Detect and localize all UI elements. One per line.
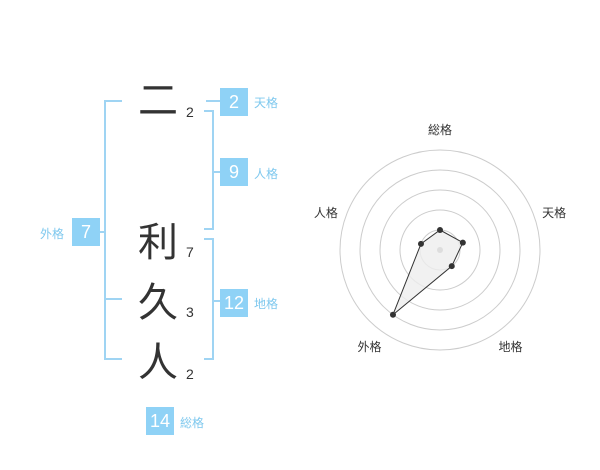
name-char-4: 人 [138, 340, 178, 386]
gaikaku-label: 外格 [40, 227, 65, 241]
name-char-1: 二 [138, 78, 178, 124]
radar-axis-label-2: 天格 [542, 205, 566, 220]
radar-ring-4 [359, 169, 521, 331]
radar-axis-label-3: 地格 [499, 339, 523, 354]
soukaku-label: 総格 [180, 416, 205, 430]
chikaku-value-box: 12 [220, 289, 248, 317]
gaikaku-bracket-mid [104, 298, 122, 300]
tenkaku-label: 天格 [254, 96, 279, 110]
radar-center-dot [437, 247, 443, 253]
radar-point-2 [459, 239, 466, 246]
radar-axis-label-5: 人格 [314, 205, 338, 220]
jinkaku-value-box: 9 [220, 158, 248, 186]
gaikaku-bracket-bottom [104, 358, 122, 360]
chikaku-bracket-spine [212, 238, 214, 360]
chikaku-bracket-top [204, 238, 214, 240]
radar-point-5 [417, 240, 424, 247]
tenkaku-value-box: 2 [220, 88, 248, 116]
stroke-count-2: 7 [186, 244, 194, 260]
stroke-count-1: 2 [186, 104, 194, 120]
gaikaku-bracket-tick [98, 231, 106, 233]
jinkaku-bracket-tick [212, 171, 220, 173]
radar-point-3 [448, 263, 455, 270]
radar-ring-3 [379, 189, 501, 311]
stroke-count-3: 3 [186, 304, 194, 320]
chikaku-bracket-bottom [204, 358, 214, 360]
jinkaku-bracket-top [204, 110, 214, 112]
soukaku-value-box: 14 [146, 407, 174, 435]
radar-ring-2 [399, 209, 481, 291]
jinkaku-bracket-spine [212, 110, 214, 230]
gaikaku-bracket-spine [104, 100, 106, 360]
gaikaku-value-box: 7 [72, 218, 100, 246]
gaikaku-bracket-top [104, 100, 122, 102]
radar-polygon [392, 229, 464, 316]
jinkaku-label: 人格 [254, 167, 279, 181]
name-char-2: 利 [138, 220, 178, 266]
chikaku-bracket-tick [212, 300, 220, 302]
radar-axis-label-1: 総格 [428, 122, 452, 137]
radar-axis-label-4: 外格 [357, 339, 381, 354]
name-char-3: 久 [138, 280, 178, 326]
stroke-count-4: 2 [186, 366, 194, 382]
jinkaku-bracket-bottom [204, 228, 214, 230]
radar-point-1 [437, 227, 443, 233]
radar-ring-5 [339, 149, 541, 351]
radar-point-4 [389, 311, 396, 318]
chikaku-label: 地格 [254, 297, 279, 311]
tenkaku-link [206, 100, 220, 102]
